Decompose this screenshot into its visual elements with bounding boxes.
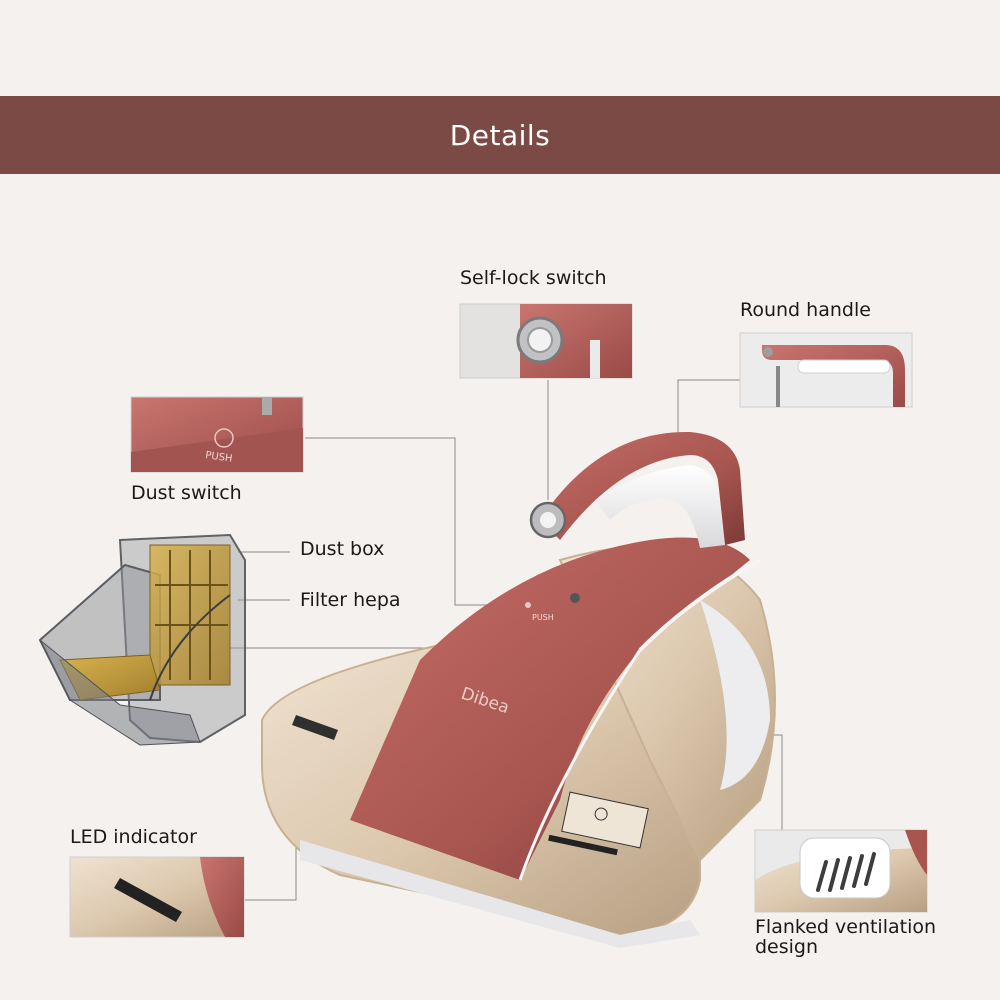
round-handle-thumbnail (739, 332, 913, 408)
dust-switch-thumbnail: PUSH (130, 396, 304, 473)
label-dust-switch: Dust switch (131, 482, 242, 504)
push-text: PUSH (205, 450, 233, 465)
dust-box-illustration (38, 533, 246, 746)
body-push-text: PUSH (532, 613, 554, 622)
label-dust-box: Dust box (300, 538, 385, 560)
vacuum-body: PUSH Dibea (260, 431, 776, 948)
page-title: Details (449, 118, 551, 152)
line-round-handle (677, 379, 740, 455)
label-flanked-ventilation: Flanked ventilation design (755, 916, 937, 958)
line-dust-switch (305, 437, 528, 606)
label-filter-hepa: Filter hepa (300, 589, 401, 611)
led-indicator-thumbnail (69, 856, 245, 938)
label-self-lock-switch: Self-lock switch (460, 267, 607, 289)
self-lock-switch-thumbnail (459, 303, 633, 379)
label-round-handle: Round handle (740, 299, 871, 321)
ventilation-thumbnail (754, 829, 928, 913)
label-led-indicator: LED indicator (70, 826, 197, 848)
header-banner: Details (0, 96, 1000, 174)
